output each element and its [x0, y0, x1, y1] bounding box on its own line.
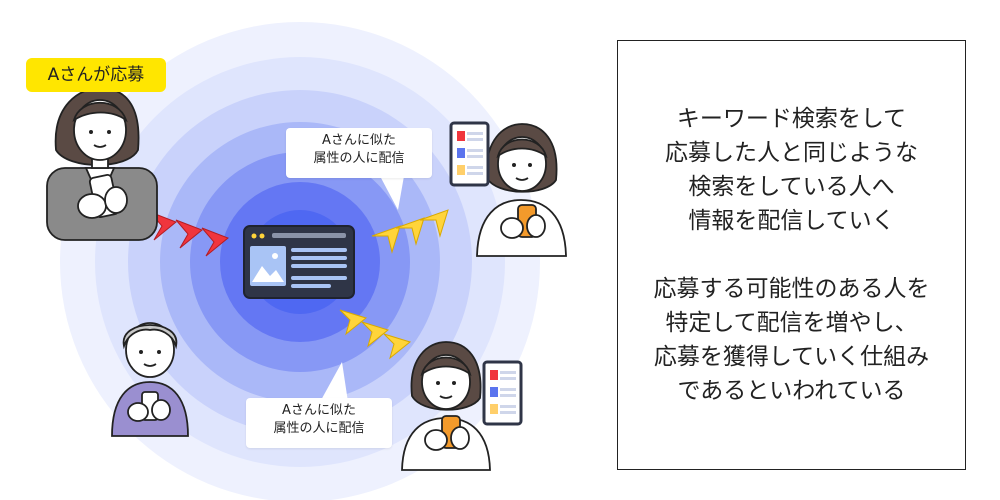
yellow-arrows-upper-icon: [371, 209, 449, 254]
bubble-tail-upper: [380, 176, 404, 210]
bubble-line: Aさんに似た: [282, 403, 356, 418]
explanation-line: 応募を獲得していく仕組み: [653, 344, 930, 370]
bubble-line: 属性の人に配信: [273, 421, 365, 436]
applicant-person-icon: [46, 87, 158, 241]
explanation-line: であるといわれている: [677, 378, 906, 404]
speech-bubble-upper: Aさんに似た 属性の人に配信: [286, 128, 432, 178]
elderly-person-icon: [111, 322, 189, 437]
explanation-line: 特定して配信を増やし、: [665, 310, 918, 336]
phone-ad-upper-icon: [449, 121, 490, 187]
explanation-box: キーワード検索をして 応募した人と同じような 検索をしている人へ 情報を配信して…: [617, 40, 966, 470]
explanation-line: 検索をしている人へ: [688, 174, 895, 200]
applicant-tag: Aさんが応募: [26, 58, 166, 92]
phone-ad-lower-icon: [482, 360, 523, 426]
bubble-tail-lower: [320, 362, 348, 402]
target-person-upper-icon: [476, 123, 567, 257]
speech-bubble-lower: Aさんに似た 属性の人に配信: [246, 398, 392, 448]
explanation-line: キーワード検索をして: [676, 106, 907, 132]
yellow-arrows-lower-icon: [339, 309, 412, 360]
explanation-line: 応募した人と同じような: [665, 140, 918, 166]
bubble-line: Aさんに似た: [322, 133, 396, 148]
explanation-line: 応募する可能性のある人を: [653, 276, 930, 302]
target-person-lower-icon: [401, 341, 491, 471]
explanation-paragraph-2: 応募する可能性のある人を 特定して配信を増やし、 応募を獲得していく仕組み であ…: [654, 272, 930, 408]
explanation-paragraph-1: キーワード検索をして 応募した人と同じような 検索をしている人へ 情報を配信して…: [665, 102, 918, 238]
bubble-line: 属性の人に配信: [313, 151, 405, 166]
ad-screen-icon: [243, 225, 355, 299]
explanation-line: 情報を配信していく: [688, 208, 895, 234]
